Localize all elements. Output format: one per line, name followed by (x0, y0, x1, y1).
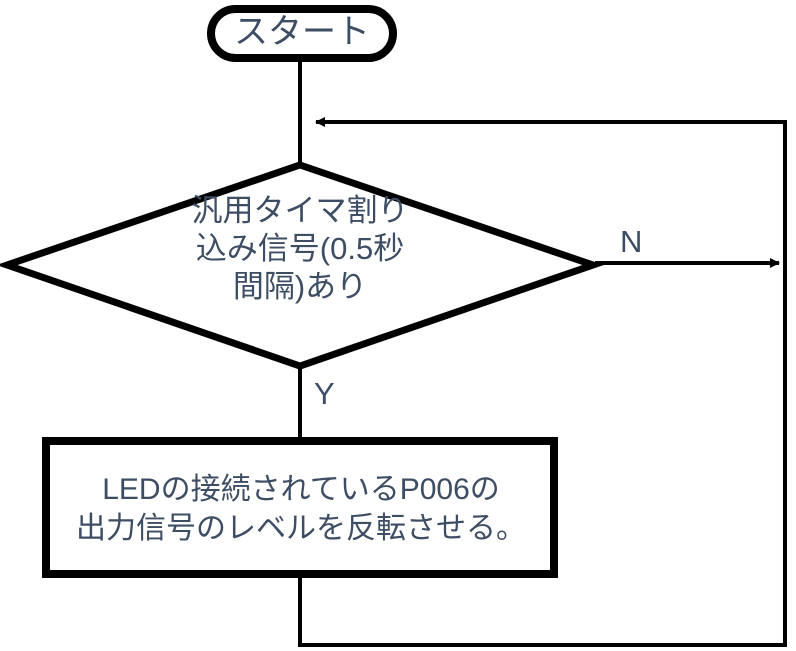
edge-label-yes: Y (314, 376, 335, 411)
node-process-shape (42, 437, 558, 578)
node-start-shape (207, 5, 397, 62)
node-decision-shape (0, 161, 604, 370)
edge-loop-return (298, 117, 787, 647)
edge-label-no: N (620, 224, 643, 259)
